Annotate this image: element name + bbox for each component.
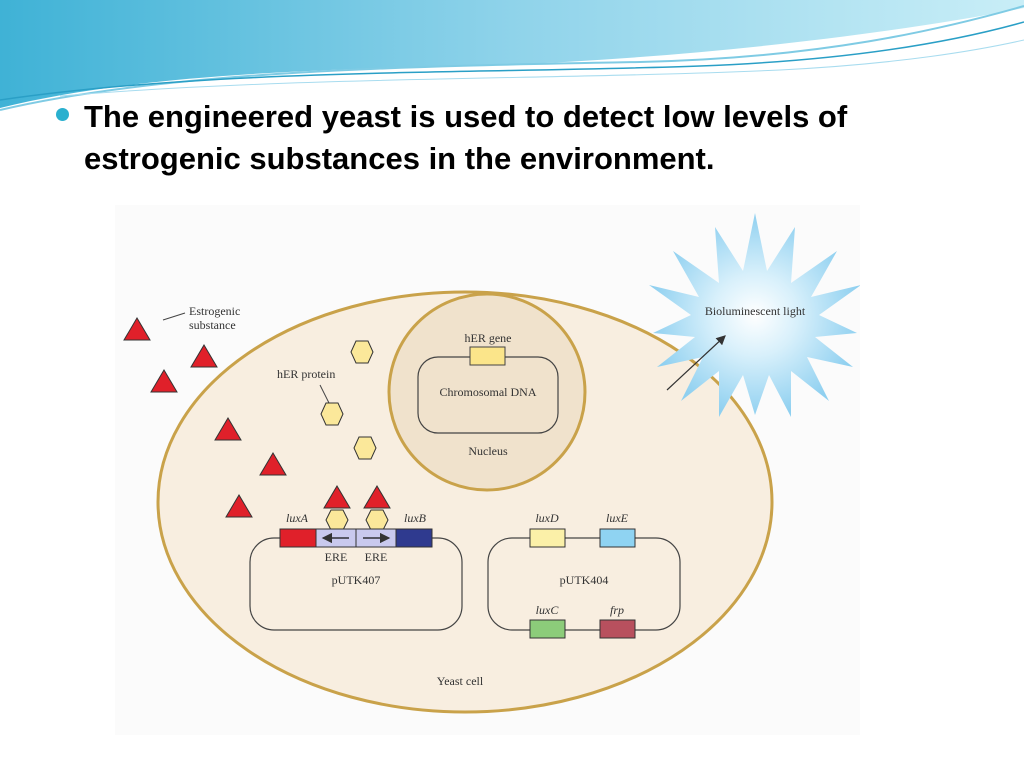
yeast-biosensor-diagram: Bioluminescent light hER gene Chromosoma… [115, 205, 860, 735]
ere-left-label: ERE [325, 550, 348, 564]
her-protein-label: hER protein [277, 367, 335, 381]
luxA-label: luxA [286, 511, 309, 525]
her-protein-hexagon-icon [350, 340, 374, 364]
bioluminescent-light-label: Bioluminescent light [705, 304, 806, 318]
estrogen-triangle-icon [190, 344, 218, 368]
bound-her-protein-hexagon-icon [325, 509, 349, 531]
chromosomal-dna-label: Chromosomal DNA [440, 385, 537, 399]
estrogen-triangle-icon [150, 369, 178, 393]
nucleus [387, 292, 587, 492]
her-gene-label: hER gene [465, 331, 512, 345]
nucleus-label: Nucleus [468, 444, 508, 458]
luxB-label: luxB [404, 511, 427, 525]
bullet-text: The engineered yeast is used to detect l… [84, 99, 848, 176]
bioluminescent-starburst [649, 213, 860, 417]
estrogen-triangle-icon [225, 494, 253, 518]
luxD-label: luxD [535, 511, 559, 525]
luxD-gene-box [529, 528, 566, 548]
bound-estrogen-triangle-icon [363, 485, 391, 509]
estrogenic-substance-label-line1: Estrogenic [189, 304, 240, 318]
bound-estrogen-triangle-icon [323, 485, 351, 509]
luxC-label: luxC [536, 603, 560, 617]
frp-gene-box [599, 619, 636, 639]
header-wave-decoration [0, 0, 1024, 111]
luxB-gene-box [395, 528, 433, 548]
yeast-cell-label: Yeast cell [437, 674, 484, 688]
estrogenic-pointer-line [162, 312, 186, 321]
estrogen-triangle-icon [259, 452, 287, 476]
bound-her-protein-hexagon-icon [365, 509, 389, 531]
her-protein-hexagon-icon [353, 436, 377, 460]
putk404-label: pUTK404 [560, 573, 609, 587]
luxC-gene-box [529, 619, 566, 639]
estrogen-triangle-icon [123, 317, 151, 341]
her-protein-pointer-line [319, 384, 331, 406]
frp-label: frp [610, 603, 624, 617]
luxE-label: luxE [606, 511, 629, 525]
her-protein-hexagon-icon [320, 402, 344, 426]
luxE-gene-box [599, 528, 636, 548]
light-emission-arrow [666, 335, 726, 391]
ere-right-label: ERE [365, 550, 388, 564]
putk407-label: pUTK407 [332, 573, 381, 587]
estrogenic-substance-label-line2: substance [189, 318, 236, 332]
yeast-cell [156, 290, 774, 714]
bullet-dot-icon [56, 108, 69, 121]
putk404-plasmid-loop [487, 537, 681, 631]
her-gene-box [469, 346, 506, 366]
luxA-gene-box [279, 528, 317, 548]
estrogen-triangle-icon [214, 417, 242, 441]
